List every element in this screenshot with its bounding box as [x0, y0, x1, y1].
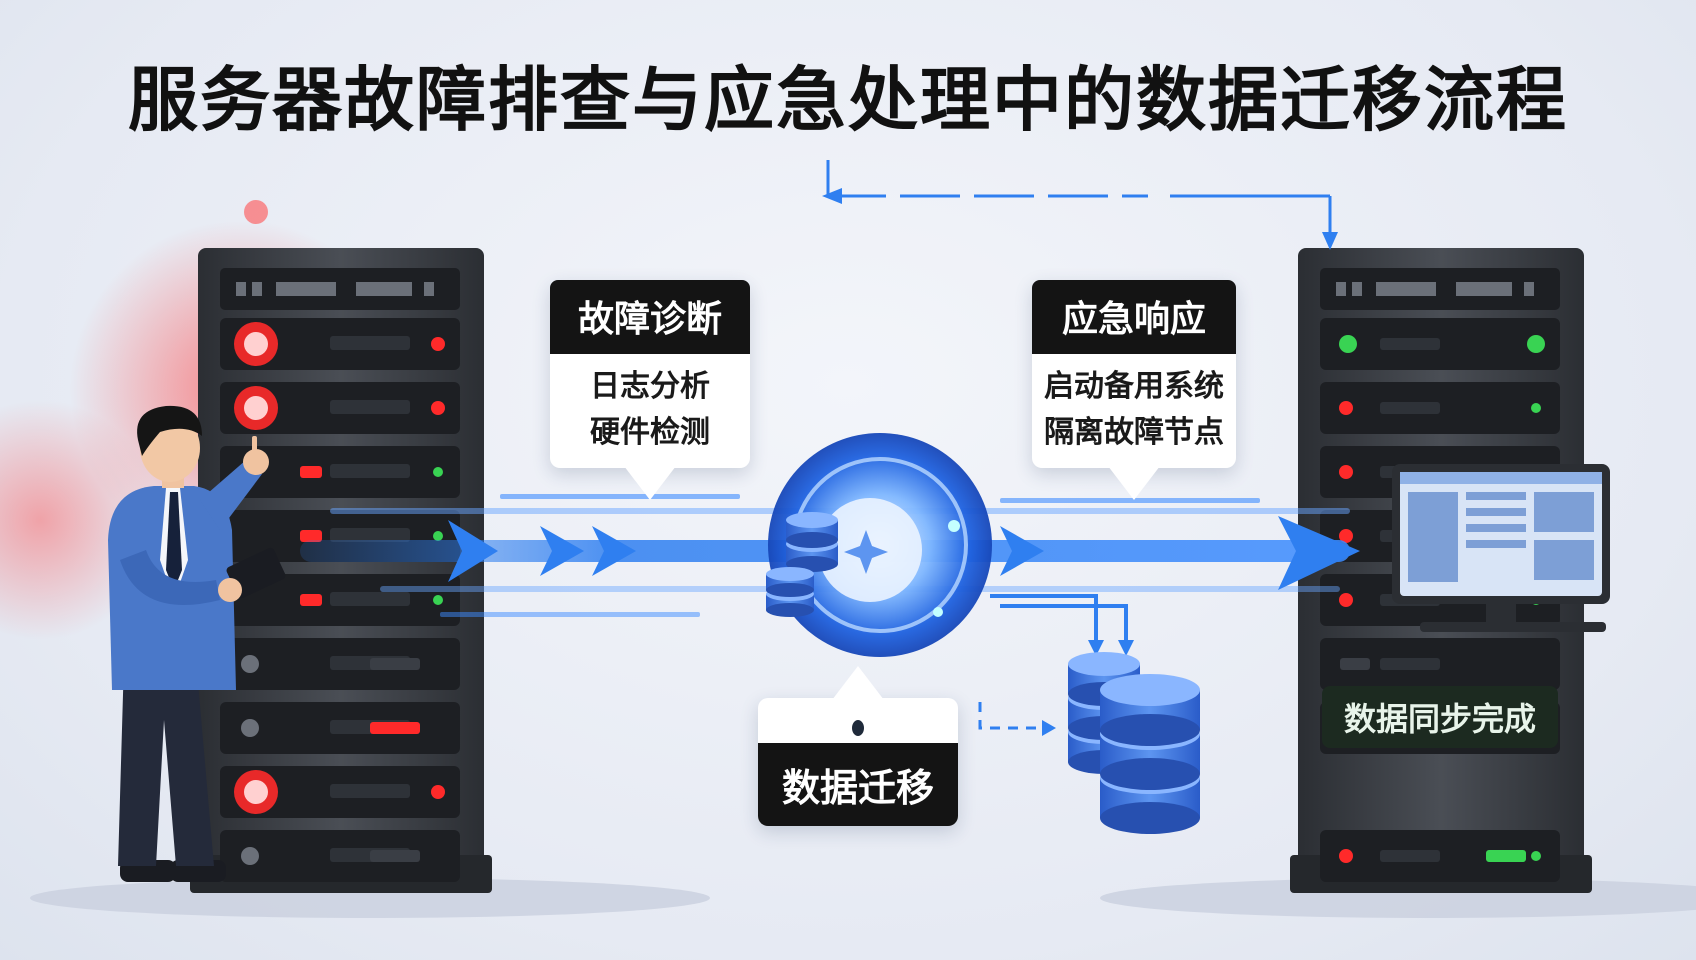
emergency-item: 启动备用系统: [1044, 369, 1224, 404]
diagnosis-heading: 故障诊断: [550, 280, 750, 354]
engineer-figure: [108, 405, 286, 882]
migration-callout: 数据迁移: [758, 666, 958, 826]
server-unit: [220, 318, 460, 370]
migration-portal: [768, 433, 992, 657]
replication-arrows: [978, 594, 1128, 730]
sync-complete-label: 数据同步完成: [1322, 686, 1558, 748]
diagnosis-callout: 故障诊断 日志分析 硬件检测: [550, 280, 750, 500]
return-arrowhead-down: [1322, 232, 1338, 250]
server-unit: [220, 766, 460, 818]
bullet-dot-icon: [852, 720, 864, 736]
backup-database-icon: [1068, 652, 1200, 834]
server-unit: [220, 574, 460, 626]
monitoring-monitor: [1392, 464, 1610, 632]
emergency-item: 隔离故障节点: [1044, 415, 1224, 450]
diagnosis-item: 硬件检测: [590, 415, 710, 450]
server-unit: [220, 382, 460, 434]
flow-arrowhead-main: [1278, 516, 1360, 590]
source-database-icon: [766, 512, 838, 617]
server-unit: [1320, 638, 1560, 690]
page-title: 服务器故障排查与应急处理中的数据迁移流程: [128, 59, 1568, 141]
server-unit: [1320, 830, 1560, 882]
database-disk: [1100, 674, 1200, 746]
server-unit: [220, 638, 460, 690]
diagnosis-item: 日志分析: [590, 369, 710, 404]
emergency-callout: 应急响应 启动备用系统 隔离故障节点: [1032, 280, 1236, 500]
server-unit: [1320, 382, 1560, 434]
database-disk: [766, 567, 814, 597]
migration-label: 数据迁移: [758, 743, 958, 826]
return-flow-arrow: [826, 160, 1332, 240]
emergency-heading: 应急响应: [1032, 280, 1236, 354]
return-arrowhead-left: [822, 188, 842, 204]
server-unit: [220, 446, 460, 498]
server-unit: [1320, 318, 1560, 370]
alert-dot-icon: [244, 200, 268, 224]
server-unit: [220, 702, 460, 754]
database-disk: [786, 512, 838, 548]
server-unit: [220, 830, 460, 882]
